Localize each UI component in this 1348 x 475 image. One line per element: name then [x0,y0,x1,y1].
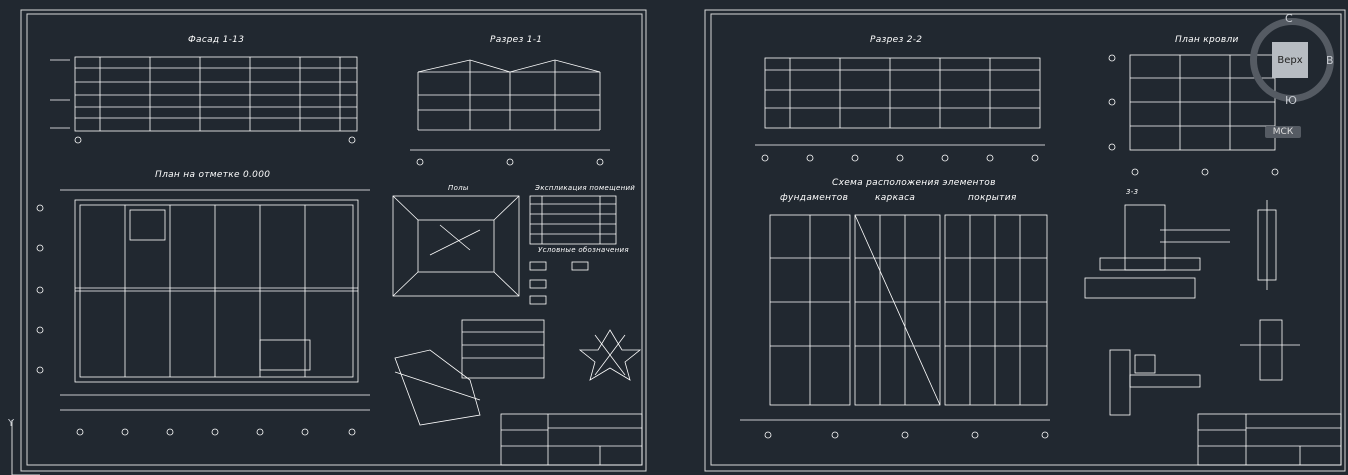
detail-5-drawing [1109,349,1201,416]
scheme-foundations-label: фундаментов [780,193,849,203]
legend-swatches [529,261,589,305]
ucs-y-label: Y [8,418,15,429]
scheme-frame-label: каркаса [875,193,916,203]
detail-3-3-label: 3-3 [1126,188,1139,196]
foundation-scheme-drawing [769,214,851,406]
sheet-1-title-block [500,413,643,466]
scheme-roof-label: покрытия [968,193,1017,203]
wcs-menu-button[interactable]: МСК [1265,126,1301,138]
section-1-1-title: Разрез 1-1 [490,35,543,45]
viewcube-south-label[interactable]: Ю [1285,94,1297,107]
frame-scheme-drawing [854,214,941,406]
viewcube-top-face[interactable]: Верх [1272,42,1308,78]
node-detail-drawing [394,319,545,426]
sheet-1-frame [20,9,647,472]
floor-detail-drawing [392,195,520,297]
section-2-2-drawing [755,57,1045,162]
viewcube-ring[interactable] [1250,18,1334,102]
plan-title: План на отметке 0.000 [155,170,271,180]
legend-title: Условные обозначения [538,246,629,254]
section-2-2-title: Разрез 2-2 [870,35,923,45]
floor-plan-drawing [36,189,370,436]
detail-4-drawing [1257,200,1277,290]
ucs-icon [11,420,40,475]
facade-title: Фасад 1-13 [188,35,245,45]
room-schedule-table [529,195,617,245]
detail-6-drawing [1240,319,1300,381]
floor-detail-title: Полы [448,184,469,192]
viewcube-north-label[interactable]: С [1285,12,1293,25]
section-1-1-drawing [410,59,610,166]
roof-plan-title: План кровли [1175,35,1239,45]
viewcube-east-label[interactable]: В [1326,54,1334,67]
sheet-2-frame [704,9,1346,472]
wind-rose [578,329,642,381]
roof-plan-drawing [1108,54,1279,176]
sheet-2-title-block [1197,413,1342,466]
facade-drawing [50,56,358,144]
room-schedule-title: Экспликация помещений [535,184,636,192]
roof-scheme-drawing [740,214,1050,439]
scheme-title: Схема расположения элементов [832,178,996,188]
detail-3-3-drawing [1084,204,1230,299]
